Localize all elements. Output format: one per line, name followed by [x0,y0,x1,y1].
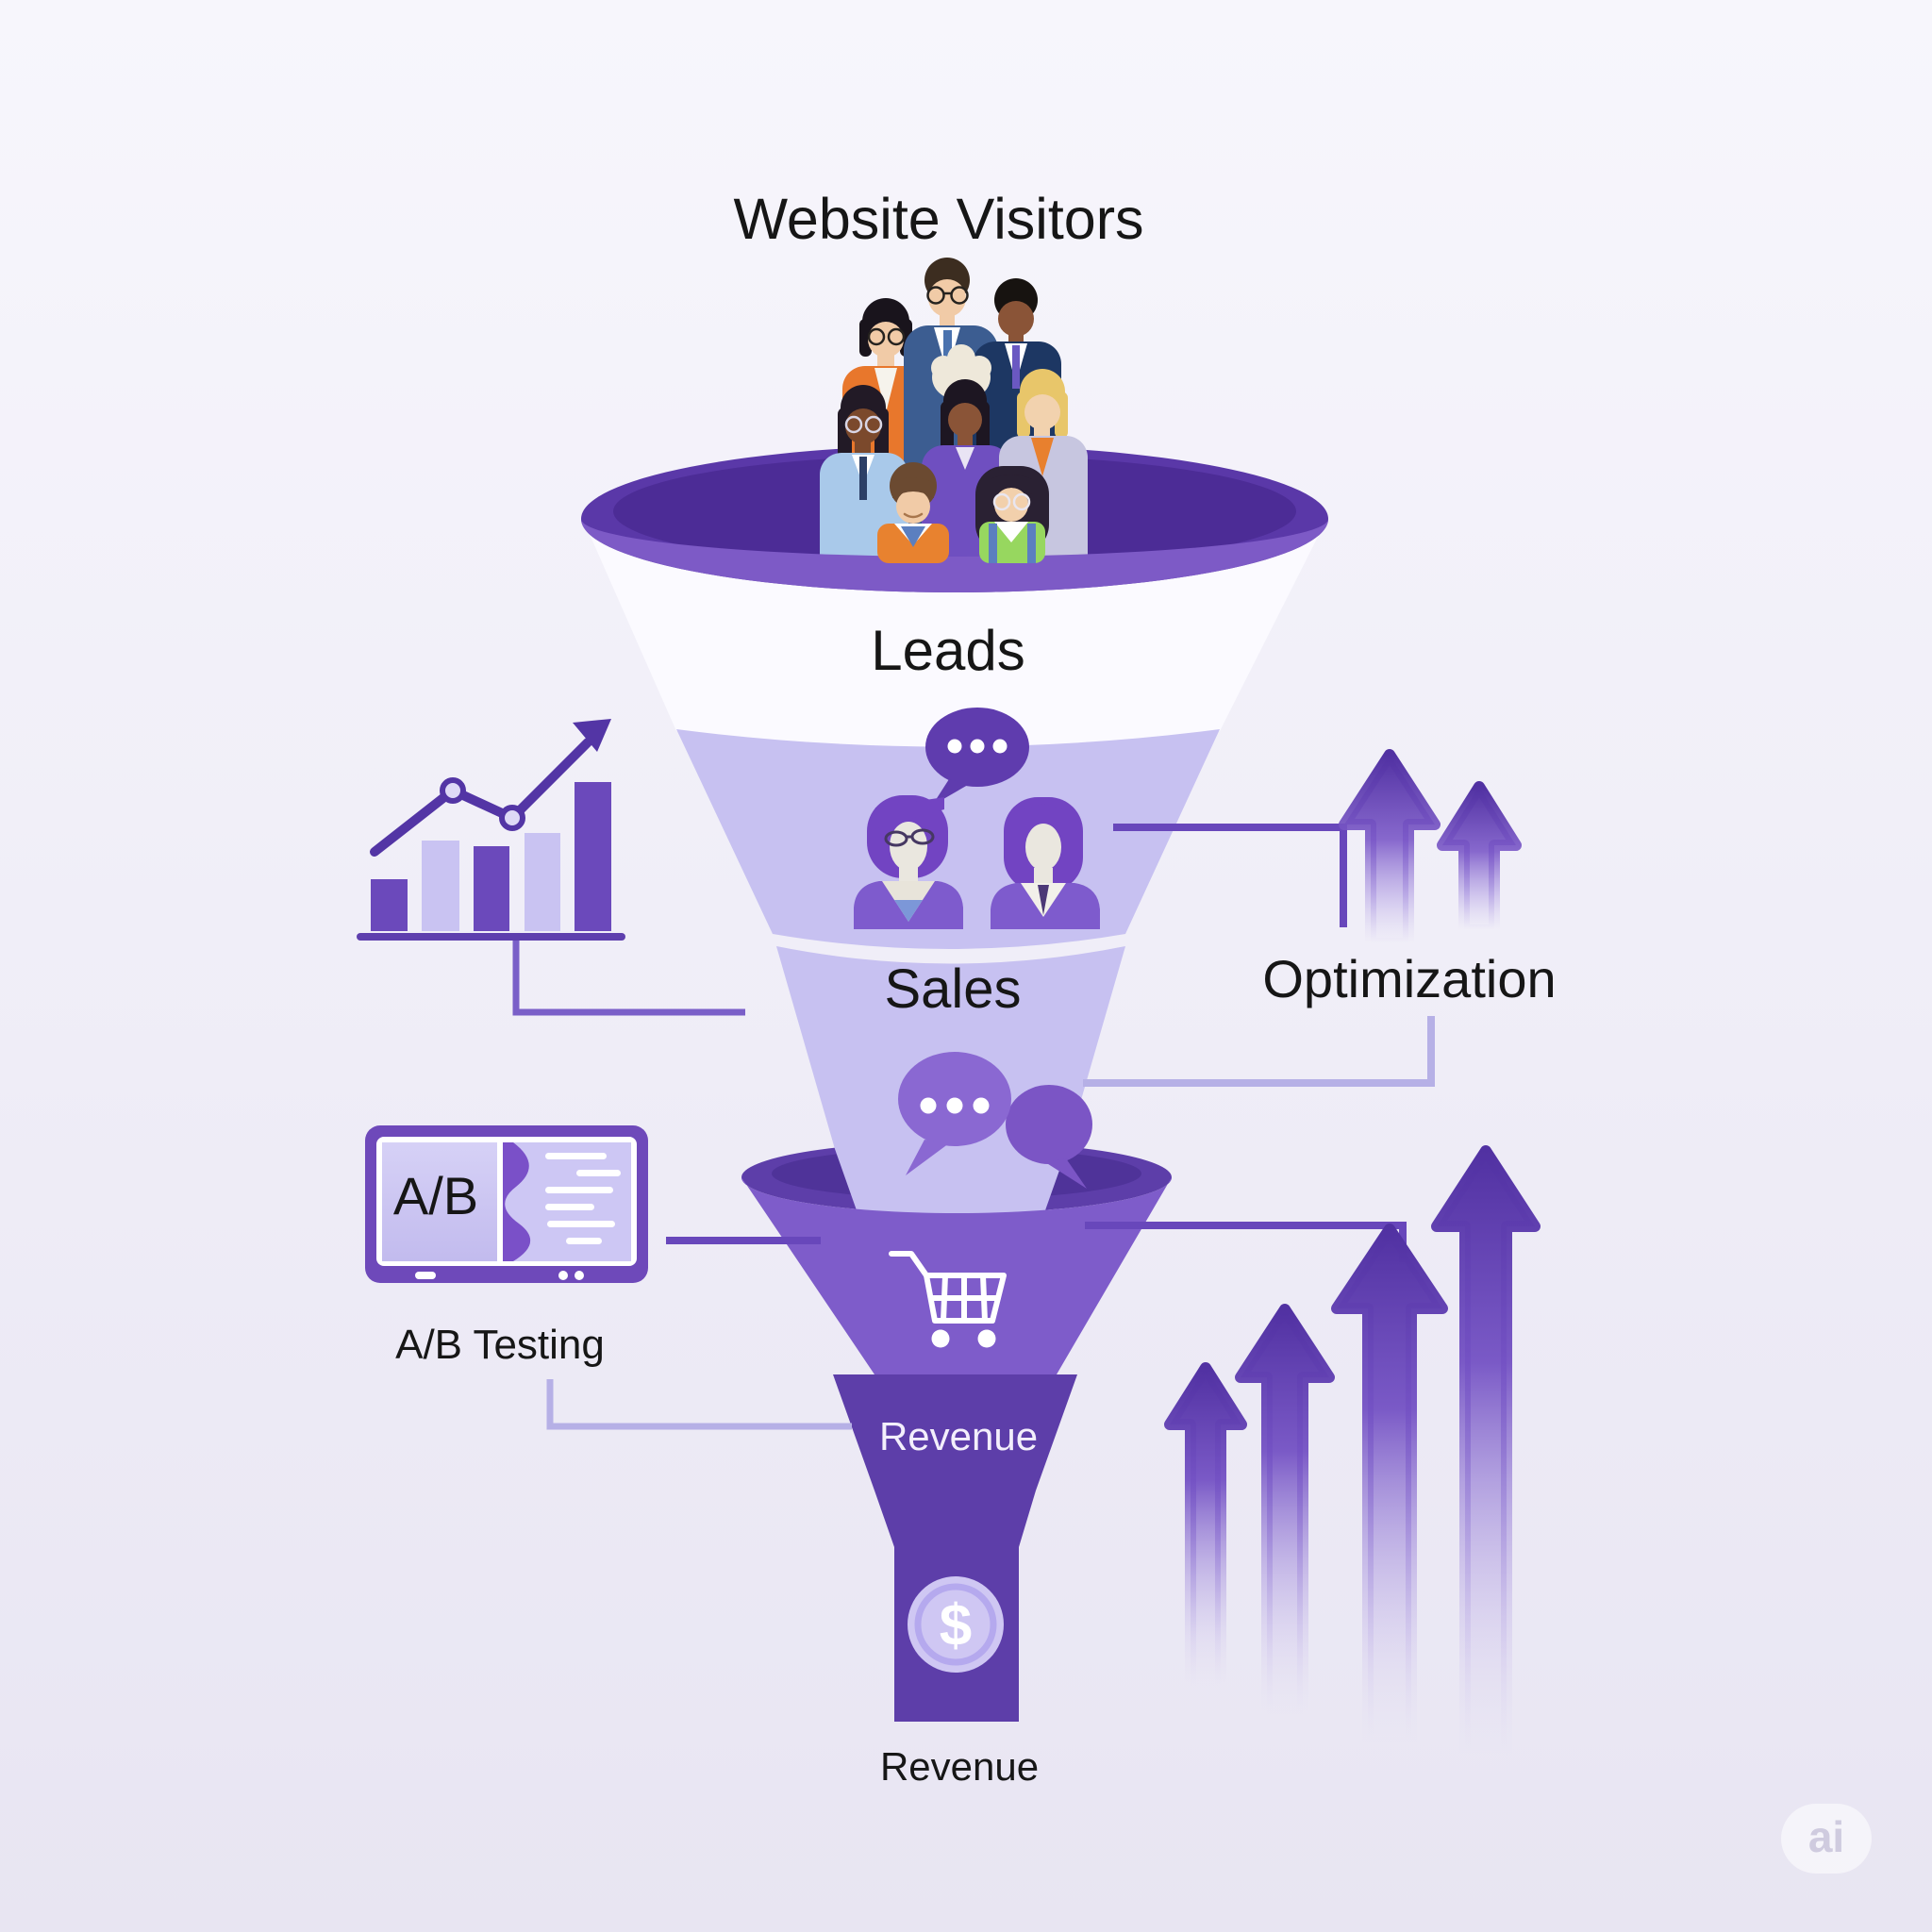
growth-arrows-top [1339,749,1522,949]
stage-label-sales: Sales [884,958,1021,1020]
up-arrow-icon [1431,1145,1541,1762]
stage-label-revenue-bottom: Revenue [880,1744,1039,1789]
ab-screen-label: A/B [393,1166,478,1225]
funnel-ring-front [581,519,1328,592]
funnel-bowl-front [741,1177,1172,1386]
speech-bubble-icon [925,708,1029,806]
ab-panel-text-lines [545,1153,621,1244]
ab-panel-pane-a [382,1142,497,1261]
avatar-woman-suit [991,797,1100,929]
watermark-text: ai [1808,1812,1844,1861]
chat-bubbles-icon [898,1052,1092,1189]
person-boy-orange-vest [877,462,949,563]
trend-line [370,738,592,857]
coin-dollar-symbol: $ [940,1593,972,1658]
dollar-coin-icon: $ [908,1576,1004,1673]
page-title: Website Visitors [733,187,1143,251]
ab-panel-button [415,1272,436,1279]
cart-icon [889,1251,1007,1348]
ab-panel-wave-divider [503,1142,531,1261]
bar-chart-icon [357,719,625,941]
up-arrow-icon [1331,1224,1448,1749]
bar-chart-baseline [357,933,625,941]
up-arrow-icon [1235,1304,1335,1721]
ab-testing-panel: A/B [365,1125,648,1283]
avatar-woman-glasses [854,795,963,929]
watermark: ai [1781,1804,1872,1874]
up-arrow-icon [1437,781,1522,936]
up-arrow-icon [1164,1362,1247,1694]
growth-arrows-bottom [1164,1145,1541,1762]
people-group [820,258,1088,580]
connector-chart-to-funnel [512,938,745,1016]
stage-label-revenue-band: Revenue [879,1414,1038,1458]
connector-abtesting-to-neck [546,1379,852,1430]
trend-arrowhead [573,719,611,752]
person-girl-green-vest [975,466,1049,563]
ab-panel-dot [558,1271,568,1280]
stage-label-leads: Leads [871,619,1024,682]
connector-sales-to-optimization [1083,1016,1435,1087]
callout-label-optimization: Optimization [1262,949,1556,1008]
ab-panel-dot [575,1271,584,1280]
callout-label-ab-testing: A/B Testing [395,1322,605,1368]
funnel-section-revenue [833,1374,1077,1722]
up-arrow-icon [1339,749,1441,949]
